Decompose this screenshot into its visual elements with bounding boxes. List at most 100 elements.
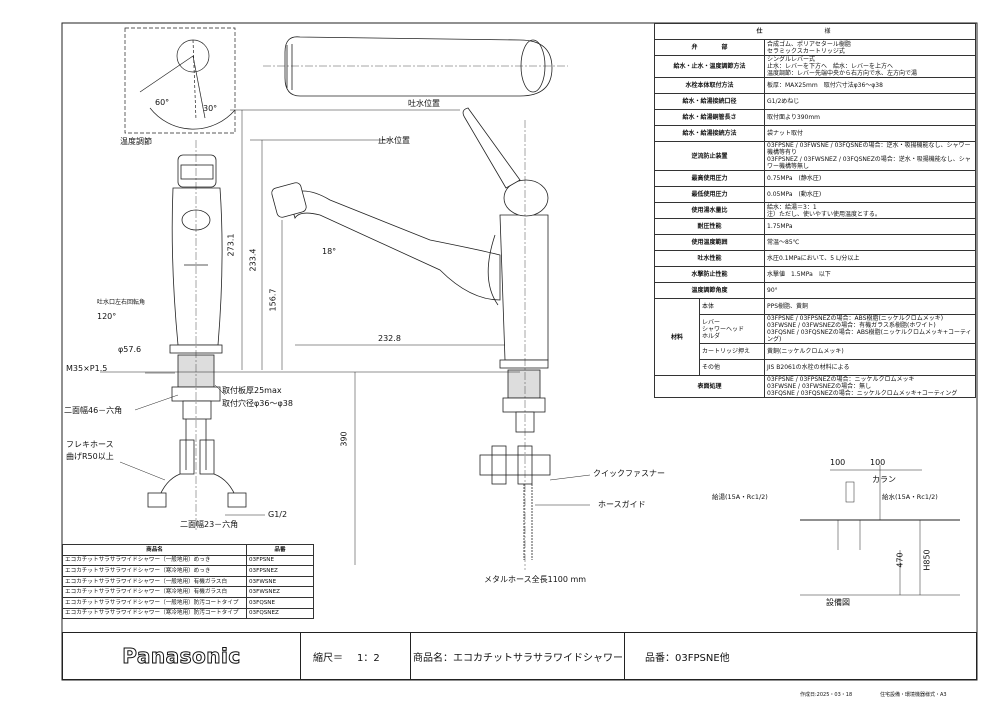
spec-value: 90° — [764, 282, 976, 299]
spec-value: 取付面より390mm — [764, 109, 976, 126]
spec-value: 常温～85℃ — [764, 234, 976, 251]
product-name: エコカチットサラサラワイドシャワー（寒冷地用）防汚コートタイプ — [62, 607, 247, 620]
spec-key: 給水・給湯接続方法 — [654, 125, 765, 142]
brand-logo: Panasonic — [122, 644, 241, 669]
label-g12: G1/2 — [268, 510, 288, 519]
label-temp-adjust: 温度調節 — [120, 137, 152, 146]
product-code: 03FWSNE — [246, 575, 314, 588]
spec-value: 水圧0.1MPaにおいて、5 L/分以上 — [764, 250, 976, 267]
install-dim-100-right: 100 — [870, 458, 886, 467]
part-number: 品番：03FPSNE他 — [645, 652, 730, 664]
spec-key: 使用温度範囲 — [654, 234, 765, 251]
label-rotation: 吐水口左右回転角 — [97, 299, 146, 306]
sheet-format: 住宅設備・環境機器様式・A3 — [880, 692, 947, 698]
material-part: 本体 — [699, 298, 765, 315]
spec-row: 給水・止水・温度調節方法シングルレバー式 止水：レバーを下方へ 給水：レバーを上… — [654, 55, 976, 78]
install-title: 設備図 — [826, 598, 850, 607]
label-angle-30: 30° — [203, 104, 218, 113]
leader-lines — [119, 372, 591, 516]
material-value: JIS B2061の水栓の材料による — [764, 359, 976, 376]
sheet-border — [61, 22, 978, 681]
spec-row: 使用温度範囲常温～85℃ — [654, 234, 976, 251]
material-value: 黄銅(ニッケルクロムメッキ) — [764, 343, 976, 360]
product-code: 03FPSNE — [246, 554, 314, 567]
label-supply-hot: 給湯(15A・Rc1/2) — [712, 493, 768, 501]
spec-value: 0.05MPa (動水圧) — [764, 186, 976, 203]
label-supply-water: 給水(15A・Rc1/2) — [882, 493, 938, 501]
spec-key: 最高使用圧力 — [654, 170, 765, 187]
material-key: 材料 — [654, 298, 700, 376]
material-part: カートリッジ押え — [699, 343, 765, 360]
faucet-side-view — [271, 107, 551, 570]
spec-key: 水撃防止性能 — [654, 266, 765, 283]
product-table-header: 商品名 品番 — [62, 544, 314, 556]
product-code: 03FPSNEZ — [246, 565, 314, 577]
spec-value: 給水：給湯＝3：1 注）ただし、使いやすい使用温度とする。 — [764, 202, 976, 219]
material-part: その他 — [699, 359, 765, 376]
scale-cell: 縮尺＝ 1：2 — [301, 633, 411, 679]
dim-156-7: 156.7 — [268, 288, 278, 312]
spec-key: 吐水性能 — [654, 250, 765, 267]
spec-value: シングルレバー式 止水：レバーを下方へ 給水：レバーを上方へ 温度調節：レバー先… — [764, 55, 976, 78]
label-flex-hose: フレキホース — [66, 440, 114, 449]
label-spout-position: 吐水位置 — [408, 99, 440, 108]
label-thread: M35×P1.5 — [66, 364, 108, 373]
label-diameter: φ57.6 — [118, 345, 142, 354]
scale-value: 1：2 — [357, 652, 380, 664]
spec-value: 袋ナット取付 — [764, 125, 976, 142]
label-bend: 曲げR50以上 — [66, 452, 114, 461]
label-collar: カラン — [872, 475, 896, 484]
spec-value: 1.75MPa — [764, 218, 976, 235]
label-hole: 取付穴径φ36～φ38 — [222, 399, 293, 408]
spec-key: 給水・止水・温度調節方法 — [654, 55, 765, 78]
spec-row: 水撃防止性能水撃値 1.5MPa 以下 — [654, 266, 976, 283]
label-stop-position: 止水位置 — [378, 136, 410, 145]
created-date: 作成日:2025・03・18 — [800, 692, 853, 698]
dim-233-4: 233.4 — [248, 248, 258, 272]
dim-273-1: 273.1 — [226, 233, 236, 257]
spec-value: 03FPSNE / 03FWSNE / 03FQSNEの場合：逆水・吸揚機能なし… — [764, 141, 976, 171]
spec-table: 仕 様 弁 部合成ゴム、ポリアセタール樹脂 セラミックスカートリッジ式給水・止水… — [654, 23, 976, 398]
product-name: エコカチットサラサラワイドシャワー（寒冷地用）有機ガラス白 — [62, 586, 247, 598]
spec-key: 給水・給湯接続口径 — [654, 93, 765, 110]
part-number-cell: 品番：03FPSNE他 — [625, 633, 976, 679]
spec-header: 仕 様 — [654, 23, 976, 40]
label-quick-fastener: クイックファスナー — [593, 469, 665, 478]
dim-390: 390 — [339, 431, 349, 447]
spec-value: G1/2めねじ — [764, 93, 976, 110]
spec-key: 最低使用圧力 — [654, 186, 765, 203]
surface-key: 表面処理 — [654, 375, 765, 398]
spec-key: 耐圧性能 — [654, 218, 765, 235]
material-row: カートリッジ押え黄銅(ニッケルクロムメッキ) — [655, 343, 976, 360]
install-dim-100-left: 100 — [830, 458, 846, 467]
spec-key: 弁 部 — [654, 39, 765, 56]
label-hose-guide: ホースガイド — [598, 500, 646, 509]
label-metal-hose: メタルホース全長1100 mm — [484, 575, 587, 584]
label-rotation-value: 120° — [97, 312, 117, 321]
label-hex23: 二面幅23－六角 — [180, 520, 239, 529]
title-block: Panasonic 縮尺＝ 1：2 商品名：エコカチットサラサラワイドシャワー … — [62, 632, 977, 680]
spec-value: 板厚：MAX25mm 取付穴寸法φ36～φ38 — [764, 77, 976, 94]
spec-key: 温度調節角度 — [654, 282, 765, 299]
label-thickness: 取付板厚25max — [222, 386, 282, 395]
install-dim-470: 470 — [895, 552, 905, 568]
product-name: エコカチットサラサラワイドシャワー（寒冷地用）めっき — [62, 565, 247, 577]
dimension-lines — [100, 109, 960, 596]
product-name: 商品名：エコカチットサラサラワイドシャワー — [413, 652, 623, 664]
scale-label: 縮尺＝ — [313, 652, 343, 664]
spec-row: 弁 部合成ゴム、ポリアセタール樹脂 セラミックスカートリッジ式 — [654, 39, 976, 56]
spec-key: 使用湯水量比 — [654, 202, 765, 219]
surface-value: 03FPSNE / 03FPSNEZの場合：ニッケルクロムメッキ 03FWSNE… — [764, 375, 976, 398]
faucet-front-view — [147, 140, 247, 530]
